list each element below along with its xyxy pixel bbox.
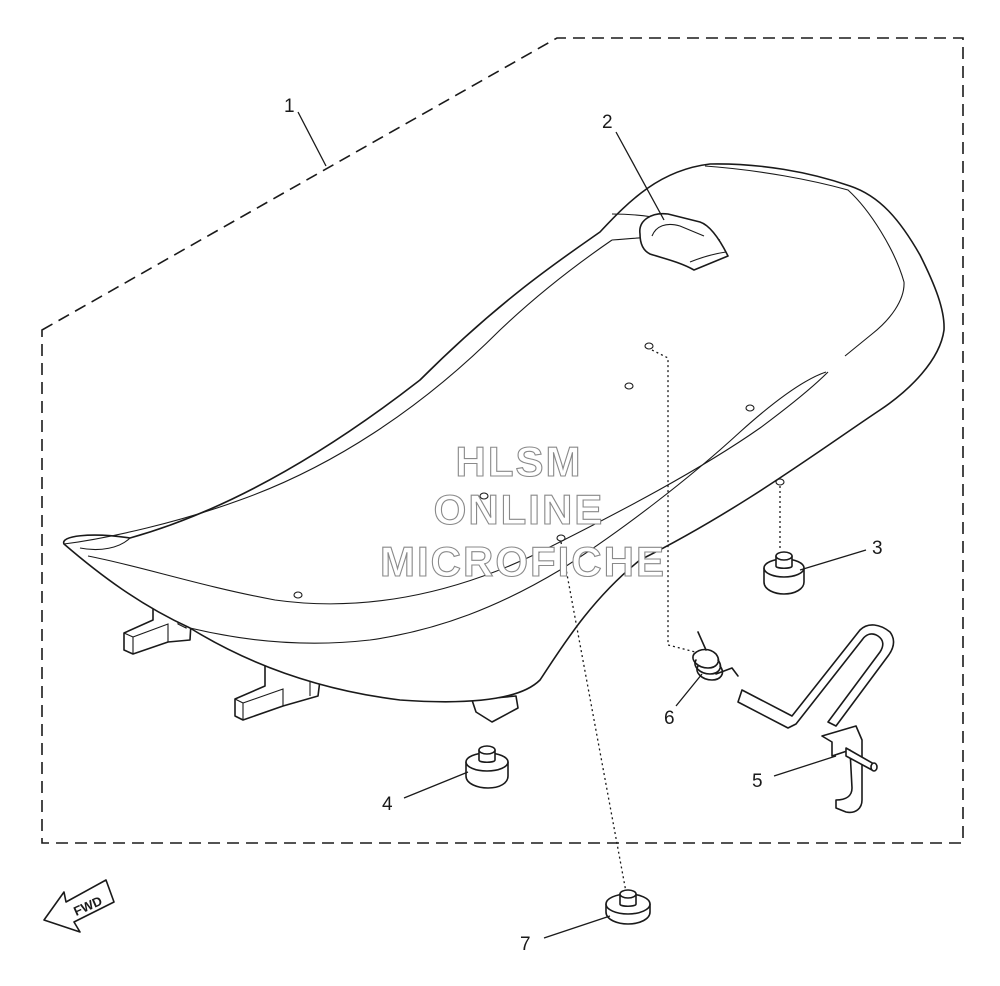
seat-rear-foot	[471, 695, 519, 723]
seat-strap	[639, 212, 729, 271]
watermark-line-2: ONLINE	[434, 486, 605, 533]
watermark-line-3: MICROFICHE	[380, 538, 666, 585]
callout-3: 3	[872, 538, 883, 559]
forward-arrow-icon: FWD	[43, 879, 115, 933]
callout-4: 4	[382, 794, 393, 815]
watermark-line-1: HLSM	[456, 438, 583, 485]
assembly-line-damper-7	[560, 541, 627, 893]
assembly-line-spring	[651, 349, 696, 653]
leader-2	[615, 131, 665, 221]
leader-5	[773, 755, 837, 777]
leader-1	[297, 111, 327, 167]
spring-part-6	[692, 631, 739, 681]
seat-holes	[293, 342, 785, 599]
leader-6	[675, 673, 703, 707]
callout-7: 7	[520, 934, 531, 955]
callout-5: 5	[752, 771, 763, 792]
callout-1: 1	[284, 96, 295, 117]
seat-lock-part-5	[737, 624, 895, 814]
damper-part-3	[763, 551, 805, 595]
callout-6: 6	[664, 708, 675, 729]
leader-3	[799, 549, 867, 571]
damper-part-4	[465, 745, 509, 789]
leader-4	[403, 771, 469, 799]
leader-7	[543, 915, 611, 939]
seat-assembly	[63, 163, 945, 703]
callout-2: 2	[602, 112, 613, 133]
grommet-part-7	[605, 889, 651, 925]
